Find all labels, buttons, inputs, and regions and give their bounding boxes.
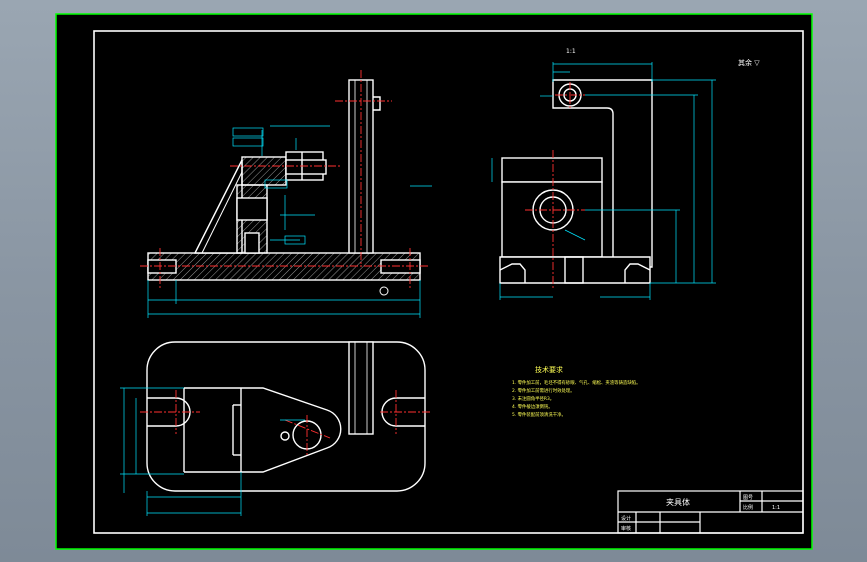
base-right-slot <box>380 259 421 274</box>
title-block-name: 夹具体 <box>666 497 690 507</box>
top-centerlines <box>140 390 432 455</box>
tech-requirements-title: 技术要求 <box>535 365 563 374</box>
tech-requirement-5: 5. 零件装配前须清洗干净。 <box>512 411 566 418</box>
title-block-checker-label: 审核 <box>621 525 631 532</box>
title-block <box>617 490 804 534</box>
roughness-note: 其余 ▽ <box>738 58 760 67</box>
top-dimensions <box>120 387 305 516</box>
top-view <box>146 341 426 492</box>
top-support-outline <box>184 387 342 473</box>
inner-frame <box>93 30 804 534</box>
upper-block-section <box>241 156 287 186</box>
tech-requirement-4: 4. 零件棱边须倒钝。 <box>512 403 553 410</box>
title-block-scale-label: 比例 <box>743 504 753 511</box>
side-centerlines <box>525 82 585 290</box>
front-centerlines <box>140 70 430 290</box>
side-foot <box>499 256 651 284</box>
base-left-slot <box>147 259 177 274</box>
title-block-designer-label: 设计 <box>621 515 631 522</box>
title-block-drawing-no-label: 图号 <box>743 495 753 501</box>
tech-requirement-3: 3. 未注圆角半径R3。 <box>512 395 554 402</box>
side-dimensions <box>491 62 716 300</box>
top-post-footprint <box>348 341 374 435</box>
tech-requirement-2: 2. 零件加工前需进行时效处理。 <box>512 387 575 394</box>
front-dimensions <box>147 125 432 318</box>
side-view <box>499 79 653 284</box>
side-body <box>501 157 603 183</box>
base-plate-section <box>147 252 421 281</box>
section-label: 1:1 <box>566 48 576 55</box>
tech-requirement-1: 1. 零件加工前，毛坯不得有砂眼、气孔、缩松、夹渣等铸造缺陷。 <box>512 379 641 386</box>
title-block-scale: 1:1 <box>772 505 780 511</box>
